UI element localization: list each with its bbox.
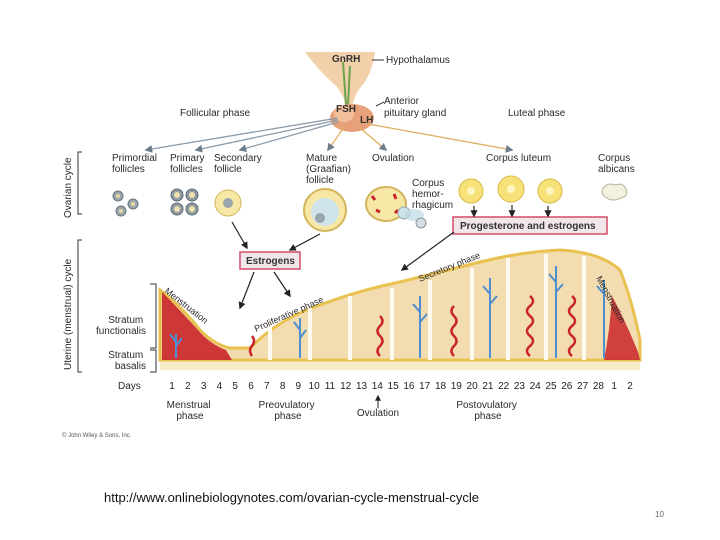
day-number: 26	[561, 381, 573, 392]
day-number: 20	[467, 381, 479, 392]
strata-brackets	[150, 283, 157, 373]
primary-follicles-label: Primary follicles	[170, 153, 207, 175]
progesterone-box-label: Progesterone and estrogens	[460, 221, 596, 232]
day-number: 8	[280, 381, 286, 392]
day-number: 3	[201, 381, 207, 392]
side-brackets	[77, 151, 82, 373]
day-number: 1	[611, 381, 617, 392]
postovulatory-phase-label: Postovulatory phase	[456, 400, 519, 422]
corpus-albicans	[601, 183, 628, 201]
days-label: Days	[118, 381, 141, 392]
corpus-luteum-stages	[458, 175, 563, 204]
day-number: 16	[403, 381, 415, 392]
day-number: 17	[419, 381, 431, 392]
ovarian-cycle-label: Ovarian cycle	[63, 157, 74, 218]
primary-follicles	[170, 188, 199, 216]
follicular-phase-label: Follicular phase	[180, 108, 250, 119]
ovulation-follicle	[365, 186, 424, 222]
day-number: 11	[325, 381, 336, 392]
luteal-phase-label: Luteal phase	[508, 108, 566, 119]
day-number: 27	[577, 381, 589, 392]
day-number: 28	[593, 381, 605, 392]
day-number: 25	[545, 381, 557, 392]
ovulation-stage-label: Ovulation	[372, 153, 414, 164]
day-number: 18	[435, 381, 447, 392]
primordial-follicles-label: Primordial follicles	[112, 153, 160, 175]
estrogens-box	[239, 251, 301, 270]
lh-label: LH	[360, 115, 373, 126]
day-number: 2	[627, 381, 633, 392]
day-number: 9	[296, 381, 302, 392]
copyright-text: © John Wiley & Sons, Inc.	[62, 432, 132, 439]
gnrh-label: GnRH	[332, 54, 360, 65]
day-number: 19	[451, 381, 463, 392]
preovulatory-phase-label: Preovulatory phase	[259, 400, 318, 422]
pituitary-label-2: pituitary gland	[384, 108, 446, 119]
stratum-functionalis-label: Stratum functionalis	[96, 315, 146, 337]
day-number: 5	[232, 381, 238, 392]
secondary-follicle-label: Secondary follicle	[214, 153, 265, 175]
corpus-luteum-label: Corpus luteum	[486, 153, 551, 164]
hypothalamus-label: Hypothalamus	[386, 55, 450, 66]
day-number: 7	[264, 381, 270, 392]
mature-follicle-label: Mature (Graafian) follicle	[306, 153, 354, 186]
ovulation-day-label: Ovulation	[357, 408, 399, 419]
pituitary-leader	[375, 101, 385, 107]
corpus-hemorrhagicum	[415, 217, 427, 229]
day-number: 15	[388, 381, 400, 392]
mature-follicle	[303, 188, 347, 232]
pituitary-label-1: Anterior	[384, 96, 420, 107]
stratum-basalis-label: Stratum basalis	[108, 350, 146, 372]
menstrual-phase-label: Menstrual phase	[167, 400, 214, 422]
day-number: 12	[340, 381, 352, 392]
corpus-albicans-label: Corpus albicans	[598, 153, 635, 175]
day-number: 1	[169, 381, 175, 392]
day-number: 21	[482, 381, 494, 392]
estrogens-box-label: Estrogens	[246, 256, 295, 267]
day-number: 4	[217, 381, 223, 392]
day-number: 22	[498, 381, 510, 392]
secondary-follicle	[214, 189, 242, 217]
fsh-lh-arrows	[144, 117, 514, 153]
day-number: 24	[530, 381, 542, 392]
progesterone-box	[452, 216, 608, 235]
corpus-hemorrhagicum-label: Corpus hemor- rhagicum	[412, 178, 453, 211]
page-number: 10	[655, 510, 664, 519]
brain-pituitary-illustration	[305, 52, 375, 132]
day-number: 10	[309, 381, 321, 392]
day-number: 23	[514, 381, 526, 392]
hormone-flow-arrows	[231, 205, 552, 310]
day-number: 14	[372, 381, 384, 392]
day-number: 2	[185, 381, 191, 392]
source-url[interactable]: http://www.onlinebiologynotes.com/ovaria…	[104, 490, 479, 505]
day-number: 6	[248, 381, 254, 392]
uterine-cycle-label: Uterine (menstrual) cycle	[63, 258, 74, 370]
fsh-label: FSH	[336, 104, 356, 115]
day-number: 13	[356, 381, 368, 392]
primordial-follicles	[112, 190, 139, 217]
endometrium-illustration	[158, 248, 642, 370]
